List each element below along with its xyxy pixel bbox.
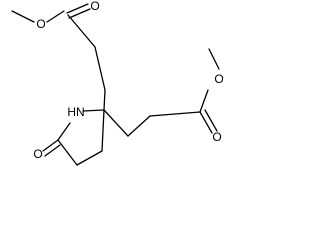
atom-oxygen-right-carbonyl: O (212, 130, 221, 144)
molecule-diagram: O O HN O O O (11, 0, 224, 166)
bond-carbonyl-double-right-a (199, 111, 213, 134)
bond-ring-carbonyl-oxygen-a (42, 139, 59, 152)
bond-ring-nitrogen-quaternary (82, 109, 105, 112)
bond-ring-carbonyl-oxygen-b (44, 144, 61, 157)
bond-oxygen-carbonyl-top (46, 10, 65, 23)
atom-nitrogen-ring: HN (67, 105, 84, 119)
bond-carbonyl-chain-top (67, 14, 96, 48)
bond-ring-carbonyl-nitrogen (57, 122, 71, 141)
atom-oxygen-top-carbonyl: O (90, 0, 99, 13)
bond-ring-quaternary-lower (101, 109, 105, 152)
bond-chain-top-lower (94, 46, 106, 91)
bond-carbonyl-double-top-a (66, 3, 89, 14)
bond-carbonyl-double-top-b (68, 8, 91, 19)
atom-oxygen-right-ester: O (214, 72, 223, 86)
bond-methyl-oxygen-top (11, 10, 35, 23)
bond-oxygen-methyl-right (208, 48, 220, 70)
bond-carbonyl-double-right-b (204, 109, 218, 132)
bond-ring-lower-bottom (76, 150, 103, 166)
bond-quaternary-chain-right (103, 109, 129, 137)
bond-chain-right-to-carbonyl (149, 111, 201, 117)
bond-chain-to-quaternary (103, 89, 106, 111)
bond-chain-right-lower (127, 115, 151, 137)
atom-oxygen-ring-carbonyl: O (33, 147, 42, 161)
bond-carbonyl-oxygen-right (199, 89, 209, 113)
bond-ring-bottom-carbonyl (57, 139, 78, 166)
atom-oxygen-top-ester: O (36, 17, 45, 31)
